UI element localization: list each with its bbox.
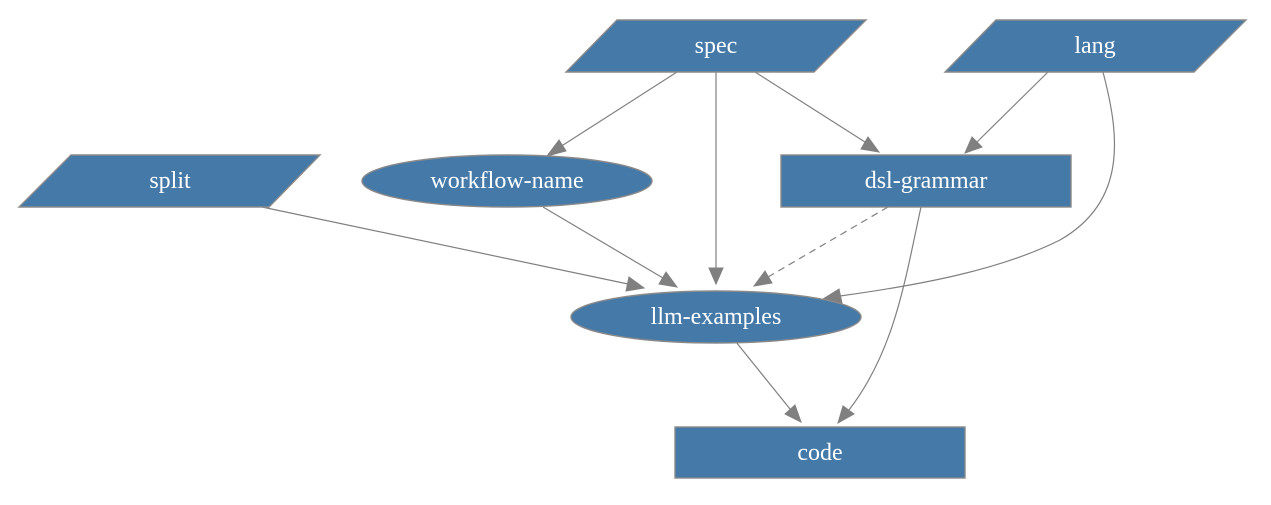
nodes: spec lang split workflow-name dsl-gramma… (17, 19, 1248, 479)
node-workflow-name-label: workflow-name (430, 168, 583, 194)
edge-spec-to-dsl-grammar (754, 71, 881, 153)
node-dsl-grammar-label: dsl-grammar (865, 168, 988, 194)
node-spec-label: spec (695, 33, 738, 59)
node-lang-shape (943, 19, 1248, 73)
node-llm-examples-label: llm-examples (651, 304, 782, 330)
node-spec[interactable]: spec (564, 19, 868, 73)
edge-lang-to-llm-examples (821, 71, 1116, 304)
node-dsl-grammar[interactable]: dsl-grammar (780, 154, 1072, 208)
node-llm-examples[interactable]: llm-examples (570, 290, 862, 344)
node-workflow-name-shape (361, 154, 653, 208)
node-workflow-name[interactable]: workflow-name (361, 154, 653, 208)
edge-dsl-grammar-to-llm-examples (752, 206, 889, 287)
node-lang[interactable]: lang (943, 19, 1248, 73)
edge-spec-to-workflow-name (545, 71, 678, 157)
node-spec-shape (564, 19, 868, 73)
node-split-shape (17, 154, 322, 208)
node-code-shape (674, 426, 966, 479)
edge-llm-examples-to-code (735, 341, 802, 424)
edge-lang-to-dsl-grammar (964, 71, 1049, 154)
edges (261, 71, 1116, 425)
node-code[interactable]: code (674, 426, 966, 479)
node-llm-examples-shape (570, 290, 862, 344)
node-lang-label: lang (1074, 33, 1115, 59)
node-split-label: split (149, 168, 191, 194)
edge-workflow-name-to-llm-examples (542, 206, 679, 288)
node-dsl-grammar-shape (780, 154, 1072, 208)
node-code-label: code (797, 440, 842, 466)
edge-dsl-grammar-to-code (837, 206, 922, 425)
edge-split-to-llm-examples (261, 206, 646, 292)
edge-spec-to-llm-examples (708, 72, 724, 286)
node-split[interactable]: split (17, 154, 322, 208)
